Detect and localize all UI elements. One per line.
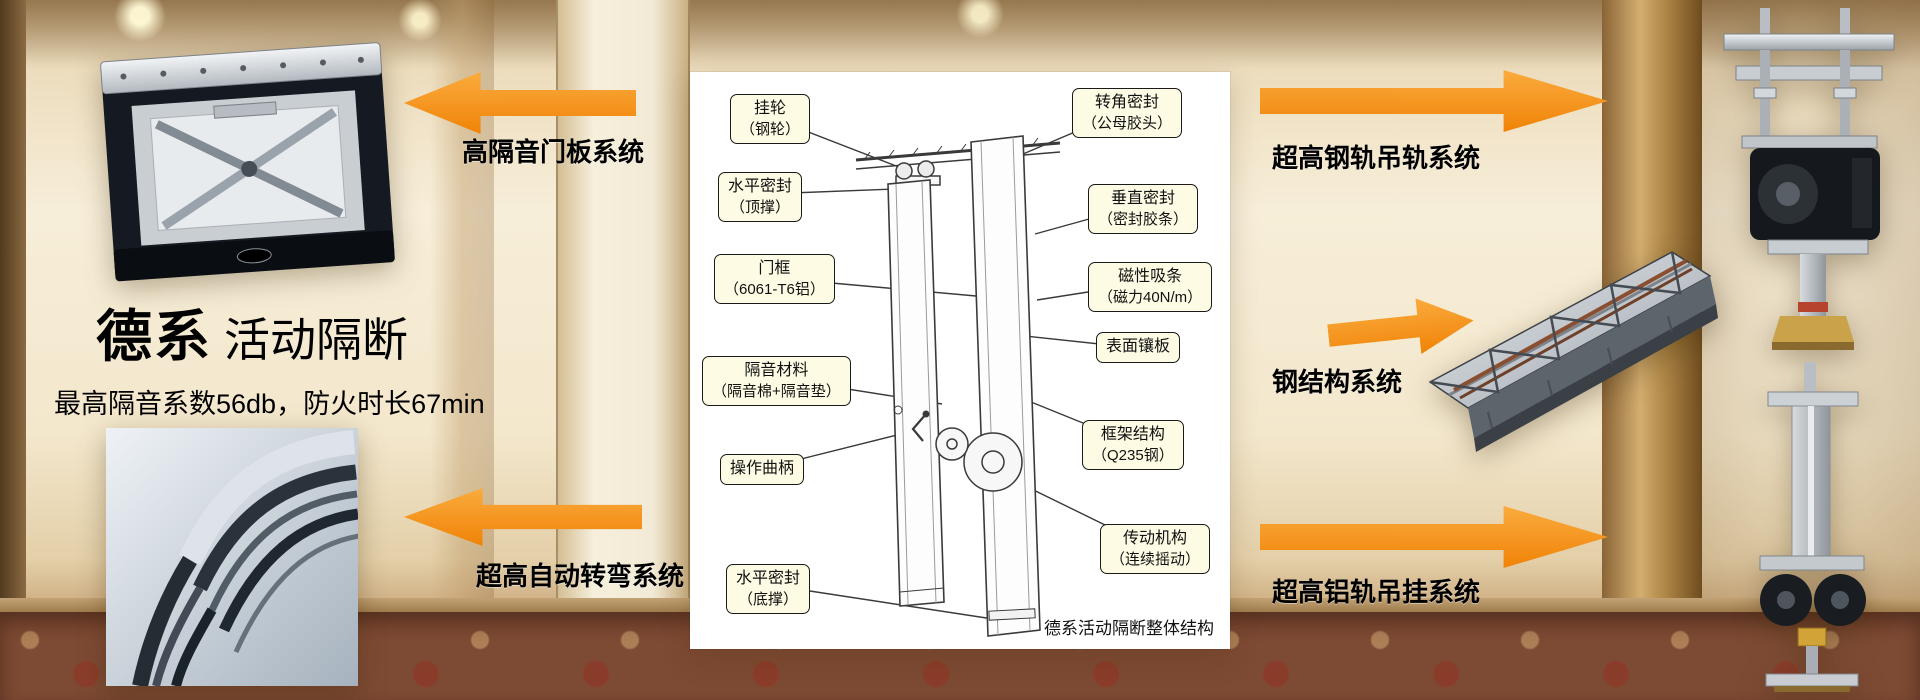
photo-door-panel-mechanism (98, 26, 398, 304)
callout-subtext: （磁力40N/m） (1098, 288, 1203, 306)
steel-truss-graphic (1428, 251, 1718, 452)
callout-subtext: （公母胶头） (1082, 114, 1173, 132)
callout-text: 操作曲柄 (730, 460, 795, 477)
callout-text: 框架结构 (1100, 426, 1165, 443)
callout-text: 水平密封 (728, 178, 793, 195)
callout-subtext: （6061-T6铝） (724, 280, 825, 298)
callout-subtext: （底撑） (738, 590, 799, 608)
callout-subtext: （钢轮） (740, 120, 801, 138)
label-door-panel-system: 高隔音门板系统 (462, 137, 645, 167)
callout-text: 垂直密封 (1111, 190, 1176, 207)
label-aluminum-rail-system: 超高铝轨吊挂系统 (1272, 577, 1481, 607)
brand-title-light: 活动隔断 (224, 314, 408, 366)
label-steel-rail-system: 超高钢轨吊轨系统 (1272, 143, 1481, 173)
callout-text: 门框 (758, 260, 791, 277)
callout-subtext: （顶撑） (730, 198, 791, 216)
door-panel-mechanism-graphic (100, 42, 395, 282)
diagram-panel: 挂轮 （钢轮） 水平密封 （顶撑） 门框 （6061-T6铝） 隔音材料 （隔音… (690, 72, 1230, 649)
callout-subtext: （隔音棉+隔音垫） (712, 382, 841, 400)
callout-text: 转角密封 (1095, 94, 1160, 111)
callout-subtext: （Q235钢） (1092, 446, 1174, 464)
callout-corner-seal: 转角密封 （公母胶头） (1072, 88, 1183, 139)
photo-curved-track (106, 428, 360, 688)
callout-door-frame: 门框 （6061-T6铝） (714, 254, 835, 305)
callout-subtext: （连续摇动） (1110, 550, 1201, 568)
label-auto-turning-system: 超高自动转弯系统 (476, 561, 685, 591)
photo-steel-truss (1420, 232, 1720, 462)
curved-track-graphic (106, 428, 360, 688)
background-wall-right (1702, 0, 1920, 700)
callout-magnetic-strip: 磁性吸条 （磁力40N/m） (1088, 262, 1213, 313)
callout-subtext: （密封胶条） (1098, 210, 1189, 228)
callout-text: 磁性吸条 (1118, 268, 1183, 285)
callout-frame-structure: 框架结构 （Q235钢） (1082, 420, 1184, 471)
callout-text: 表面镶板 (1106, 338, 1171, 355)
partition-line-art (763, 111, 1149, 637)
arrow-right-bottom (1260, 506, 1608, 568)
label-steel-structure-system: 钢结构系统 (1272, 367, 1403, 397)
callout-transmission-mechanism: 传动机构 （连续摇动） (1100, 524, 1211, 575)
callout-sound-insulation: 隔音材料 （隔音棉+隔音垫） (702, 356, 851, 407)
arrow-right-top (1260, 70, 1608, 132)
diagram-caption: 德系活动隔断整体结构 (1044, 619, 1214, 638)
callout-horizontal-seal-bottom: 水平密封 （底撑） (726, 564, 811, 615)
callout-hanging-wheel: 挂轮 （钢轮） (730, 94, 811, 145)
brand-title: 德系活动隔断 (96, 292, 408, 373)
photo-hanger-assembly-top (1702, 8, 1914, 350)
callout-text: 传动机构 (1123, 530, 1188, 547)
callout-vertical-seal: 垂直密封 （密封胶条） (1088, 184, 1199, 235)
callout-text: 水平密封 (736, 570, 801, 587)
callout-text: 挂轮 (754, 100, 787, 117)
hanger-assembly-top-graphic (1723, 8, 1895, 350)
callout-text: 隔音材料 (744, 362, 809, 379)
callout-surface-panel: 表面镶板 (1096, 332, 1181, 363)
callout-horizontal-seal-top: 水平密封 （顶撑） (718, 172, 803, 223)
hanger-assembly-bottom-graphic (1759, 362, 1866, 692)
background-column-left (0, 0, 26, 700)
callout-operating-crank: 操作曲柄 (720, 454, 805, 485)
brand-title-bold: 德系 (96, 305, 212, 368)
photo-hanger-assembly-bottom (1708, 362, 1908, 692)
brand-subtitle: 最高隔音系数56db，防火时长67min (54, 389, 485, 419)
